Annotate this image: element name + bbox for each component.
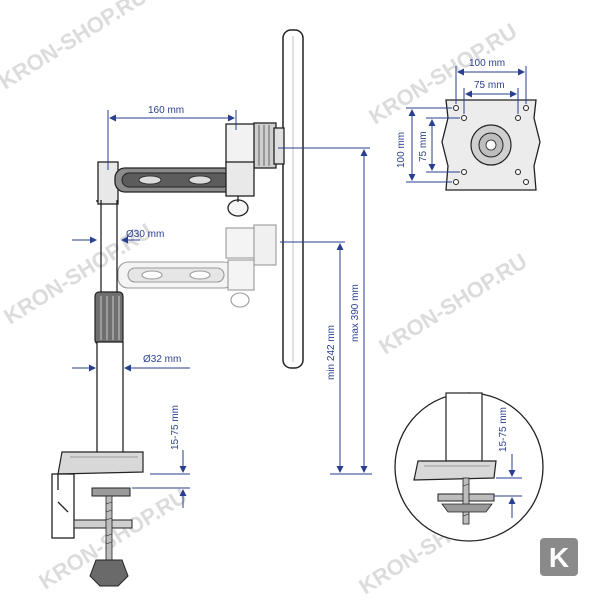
- lower-arm-ghost: [117, 224, 277, 308]
- monitor-panel: [282, 29, 304, 369]
- pole: [94, 200, 124, 455]
- vesa-plate: [441, 99, 541, 191]
- dimension-clamp-thickness: 15-75 mm: [132, 405, 190, 508]
- watermark-text: KRON-SHOP.RU: [0, 0, 151, 94]
- vesa-outer-v-label: 100 mm: [396, 132, 407, 168]
- dimension-pole-bottom-diameter: Ø32 mm: [72, 354, 190, 372]
- min-height-label: min 242 mm: [326, 325, 337, 380]
- dimension-max-height: max 390 mm: [278, 147, 370, 473]
- logo-letter: K: [549, 542, 569, 573]
- brand-logo: K: [540, 538, 578, 576]
- dimension-pole-top-diameter: Ø30 mm: [72, 229, 164, 244]
- dimension-min-height: min 242 mm: [280, 241, 372, 475]
- pole-bottom-diameter-label: Ø32 mm: [143, 354, 181, 365]
- dimension-detail-clamp-thickness: 15-75 mm: [494, 407, 522, 518]
- vesa-inner-h-label: 75 mm: [474, 80, 505, 91]
- watermark-text: KRON-SHOP.RU: [374, 248, 531, 359]
- upper-arm: [97, 122, 285, 217]
- detail-clamp-thickness-label: 15-75 mm: [498, 407, 509, 452]
- desk-clamp: [51, 451, 144, 587]
- dimension-arm-reach: 160 mm: [107, 105, 237, 170]
- max-height-label: max 390 mm: [350, 284, 361, 342]
- pole-top-diameter-label: Ø30 mm: [126, 229, 164, 240]
- dimension-vesa: 100 mm 75 mm 100 mm 75 mm: [396, 58, 527, 183]
- clamp-detail-circle: [394, 392, 544, 542]
- vesa-outer-h-label: 100 mm: [469, 58, 505, 69]
- clamp-thickness-label: 15-75 mm: [170, 405, 181, 450]
- vesa-inner-v-label: 75 mm: [418, 131, 429, 162]
- arm-reach-label: 160 mm: [148, 105, 184, 116]
